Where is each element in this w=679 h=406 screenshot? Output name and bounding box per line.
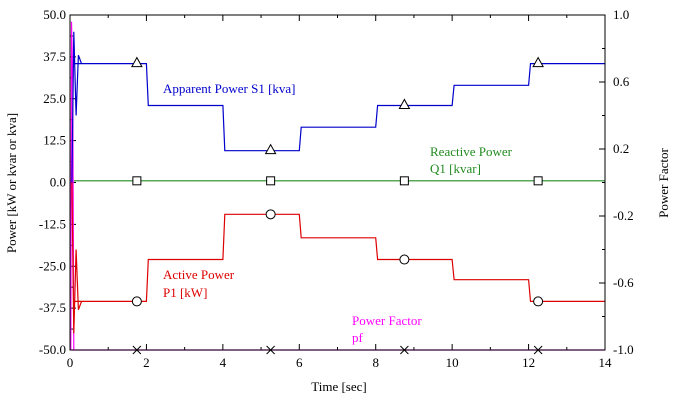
x-tick-label: 4 xyxy=(220,355,227,370)
y-right-tick-label: 1.0 xyxy=(613,7,629,22)
series-line-apparent-power-s1-kva xyxy=(73,62,605,152)
square-marker xyxy=(533,176,543,186)
y-right-tick-label: -0.6 xyxy=(613,275,634,290)
annotation-active-power: Active Power xyxy=(163,267,235,282)
circle-marker xyxy=(533,296,544,307)
y-left-tick-label: -37.5 xyxy=(39,300,66,315)
annotation-reactive-power: Reactive Power xyxy=(430,144,513,159)
annotation-power-factor: Power Factor xyxy=(352,313,422,328)
y-left-tick-label: 37.5 xyxy=(43,49,66,64)
x-axis-label: Time [sec] xyxy=(311,379,367,394)
startup-transient xyxy=(70,21,75,351)
y-right-tick-label: 0.2 xyxy=(613,141,629,156)
series-line-active-power-p1-kw xyxy=(73,213,605,302)
triangle-marker xyxy=(131,56,143,68)
y-left-tick-label: 12.5 xyxy=(43,133,66,148)
annotation-apparent-power: Apparent Power S1 [kva] xyxy=(163,81,296,96)
y-axis-right-label: Power Factor xyxy=(656,147,671,217)
y-axis-left-label: Power [kW or kvar or kva] xyxy=(4,113,19,253)
ticks-layer: 0 2 4 6 8 10 12 14 50.0 37.5 25.0 12.5 0.0 -12.5 -25.0… xyxy=(39,7,634,370)
markers-layer xyxy=(131,56,544,355)
square-marker xyxy=(266,176,276,186)
annotation-reactive-unit: Q1 [kvar] xyxy=(430,161,481,176)
series-layer xyxy=(70,21,605,351)
x-tick-label: 8 xyxy=(372,355,379,370)
y-right-tick-label: -0.2 xyxy=(613,208,634,223)
y-left-tick-label: 50.0 xyxy=(43,7,66,22)
y-left-tick-label: 0.0 xyxy=(50,175,66,190)
y-left-tick-label: 25.0 xyxy=(43,91,66,106)
triangle-marker xyxy=(264,143,277,155)
annotation-active-unit: P1 [kW] xyxy=(163,285,207,300)
circle-marker xyxy=(265,209,276,220)
y-left-tick-label: -25.0 xyxy=(39,258,66,273)
y-left-tick-label: -50.0 xyxy=(39,342,66,357)
triangle-marker xyxy=(398,98,411,109)
square-marker xyxy=(399,176,409,186)
y-left-tick-label: -12.5 xyxy=(39,216,66,231)
x-tick-label: 14 xyxy=(599,355,613,370)
circle-marker xyxy=(131,296,142,307)
annotation-pf: pf xyxy=(352,330,364,345)
x-tick-label: 10 xyxy=(446,355,459,370)
circle-marker xyxy=(399,254,410,265)
x-tick-label: 0 xyxy=(67,355,74,370)
square-marker xyxy=(132,176,142,186)
x-tick-label: 12 xyxy=(522,355,535,370)
x-tick-label: 2 xyxy=(143,355,150,370)
startup-transient xyxy=(71,31,83,183)
triangle-marker xyxy=(532,56,544,68)
plot-frame xyxy=(69,14,606,351)
y-right-tick-label: -1.0 xyxy=(613,342,634,357)
x-tick-label: 6 xyxy=(296,355,303,370)
y-right-tick-label: 0.6 xyxy=(613,74,630,89)
startup-transient xyxy=(71,182,83,334)
